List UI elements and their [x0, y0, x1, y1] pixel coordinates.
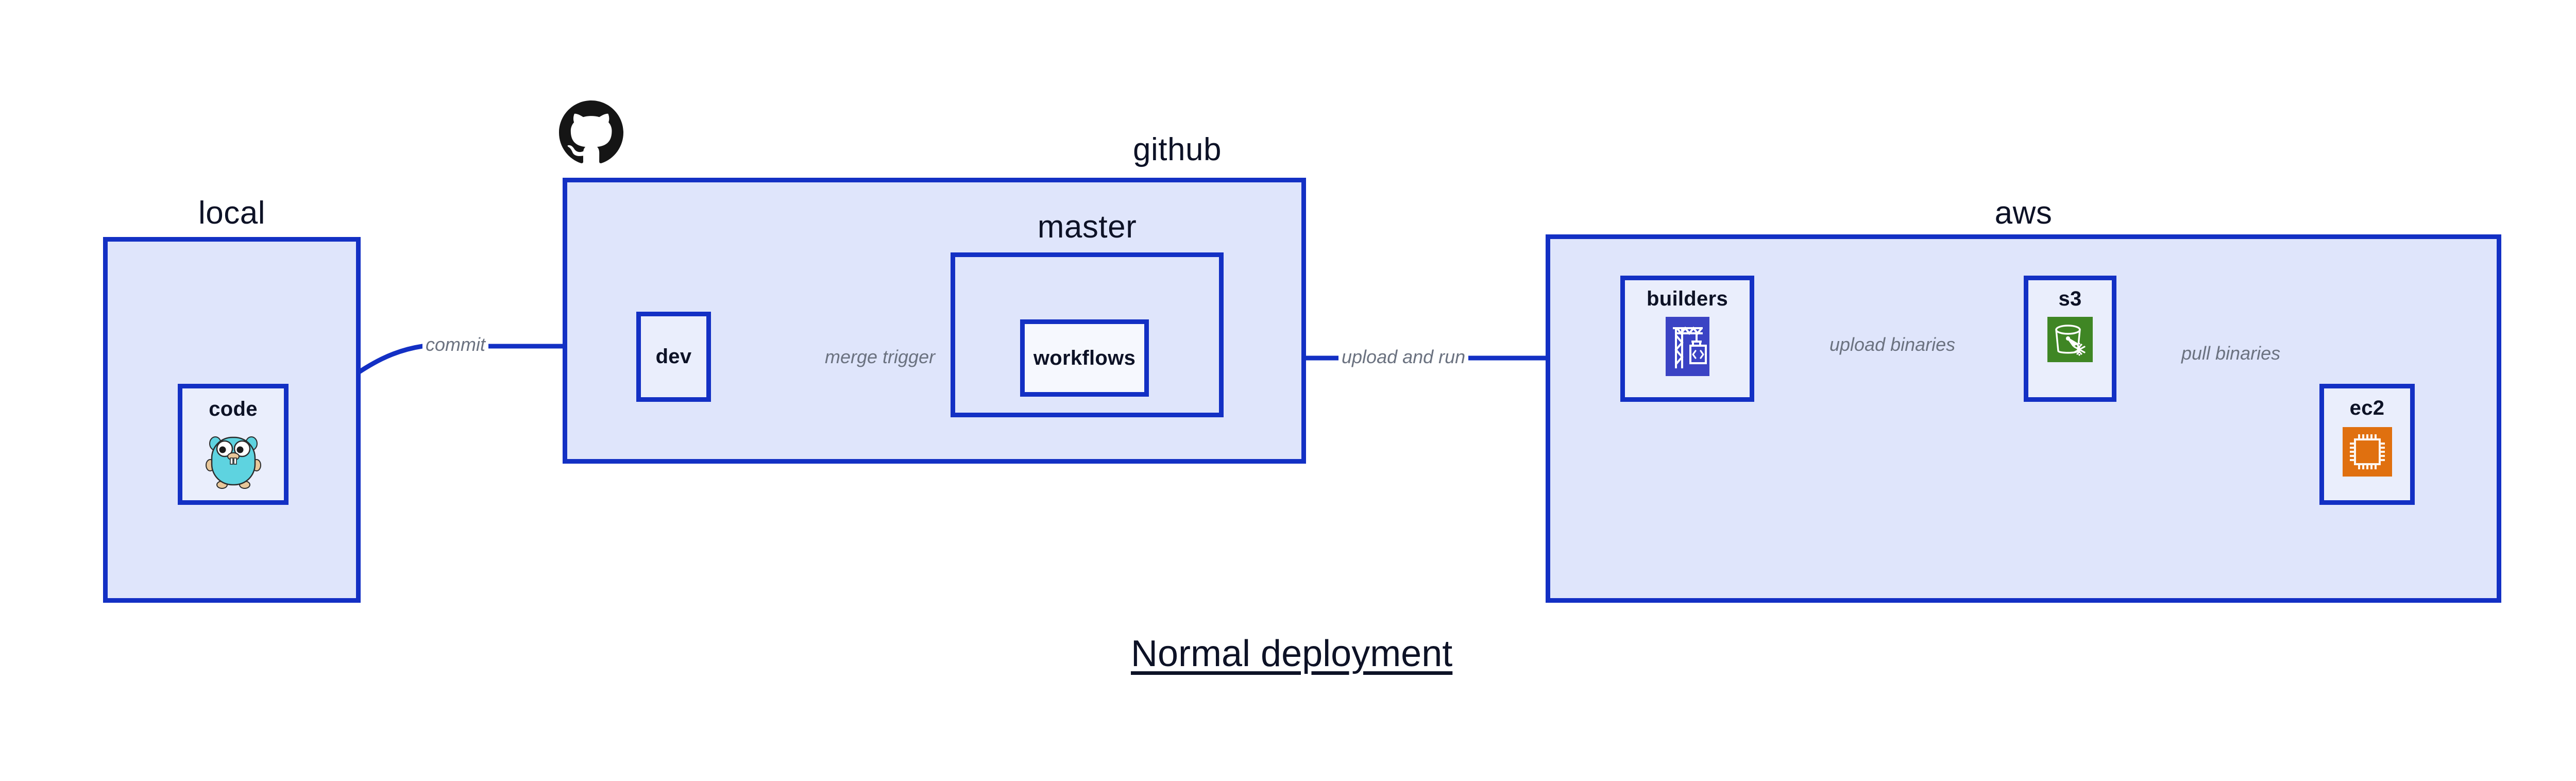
- go-gopher-icon: [205, 428, 262, 489]
- aws-codebuild-icon: [1665, 317, 1709, 376]
- cluster-local-label: local: [198, 195, 265, 231]
- node-ec2-label: ec2: [2349, 397, 2385, 419]
- node-workflows[interactable]: workflows: [1020, 319, 1149, 397]
- edge-label-merge-trigger: merge trigger: [822, 346, 939, 368]
- aws-s3-glacier-icon: [2047, 317, 2093, 362]
- node-builders[interactable]: builders: [1620, 276, 1754, 402]
- cluster-master-label: master: [1037, 209, 1137, 245]
- node-builders-label: builders: [1647, 287, 1728, 310]
- edge-label-commit: commit: [422, 334, 488, 355]
- node-ec2[interactable]: ec2: [2319, 384, 2415, 505]
- github-octocat-logo: [559, 100, 623, 165]
- node-dev-label: dev: [655, 345, 692, 368]
- node-dev[interactable]: dev: [636, 312, 711, 402]
- cluster-aws-label: aws: [1994, 195, 2053, 231]
- node-workflows-label: workflows: [1033, 346, 1136, 369]
- node-s3[interactable]: s3: [2024, 276, 2116, 402]
- node-s3-label: s3: [2058, 287, 2082, 310]
- edge-label-upload-binaries: upload binaries: [1826, 334, 1959, 355]
- diagram-title: Normal deployment: [1131, 633, 1453, 674]
- edge-label-upload-and-run: upload and run: [1338, 346, 1469, 368]
- edge-label-pull-binaries: pull binaries: [2178, 343, 2284, 364]
- aws-ec2-chip-icon: [2342, 427, 2392, 477]
- cluster-github-label: github: [1133, 132, 1222, 167]
- node-code-label: code: [209, 398, 258, 420]
- node-code[interactable]: code: [178, 384, 289, 505]
